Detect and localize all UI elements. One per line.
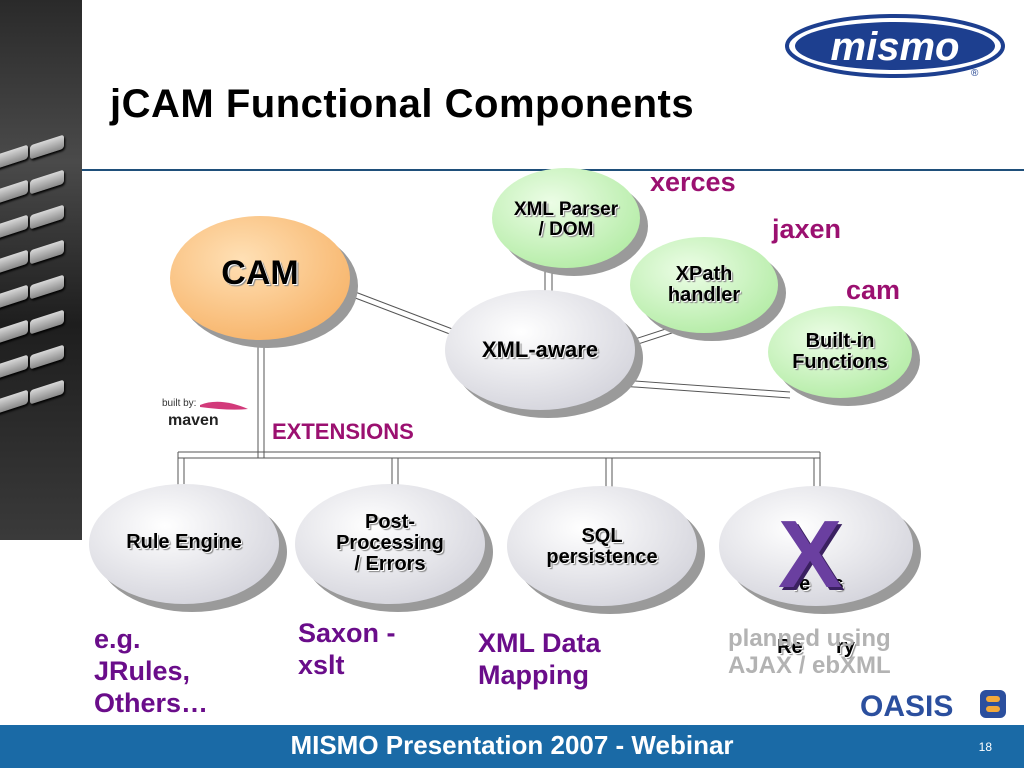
rule-engine-note: e.g. JRules, Others… [94,624,208,720]
oasis-logo: OASIS [856,684,1010,723]
page-number: 18 [978,740,992,754]
svg-text:®: ® [971,68,979,79]
registry-note: planned using AJAX / ebXML [728,625,891,680]
rule-engine-note-line3: Others… [94,687,209,718]
cross-out-mark: X [778,501,843,608]
sql-note: XML Data Mapping [478,628,601,692]
svg-text:mismo: mismo [831,25,960,69]
sql-label-line2: persistence [546,546,658,568]
maven-built-by: built by: [162,398,196,409]
xpath-label: XPath handler [630,264,778,306]
rule-engine-note-line2: JRules, [94,655,191,686]
oasis-wordmark: OASIS [860,690,953,722]
node-xml-aware [445,290,643,418]
footer-bar [0,725,1024,768]
templates-registry-label-line1: Te s [788,573,844,595]
post-processing-label: Post- Processing / Errors [306,512,474,575]
sql-note-line1: XML Data [478,628,601,658]
xpath-label-line1: XPath [675,263,733,285]
jaxen-label: jaxen [772,214,842,244]
node-xpath-handler [630,237,786,341]
xml-parser-label-line2: / DOM [538,218,594,240]
node-cam [170,216,358,348]
rule-engine-note-line1: e.g. [94,624,141,654]
builtin-label-line2: Functions [792,351,888,373]
sql-label-line1: SQL [581,525,623,547]
maven-wordmark: maven [168,412,219,429]
sql-note-line2: Mapping [478,659,589,690]
node-builtin-functions [768,306,920,406]
node-sql-persistence [507,486,705,614]
xml-parser-label-line1: XML Parser [513,199,619,220]
cam-lib-label: cam [846,275,901,305]
post-processing-note-line1: Saxon - [298,618,396,648]
xml-parser-label: XML Parser / DOM [490,200,642,240]
registry-note-line2: AJAX / ebXML [728,651,891,679]
registry-note-line1: planned using [728,625,891,652]
post-processing-label-line1: Post- [365,511,415,533]
xml-aware-label: XML-aware [481,337,599,362]
mismo-logo: mismo ® [785,10,1010,85]
sql-label: SQL persistence [516,526,688,568]
node-post-processing [295,484,493,612]
node-templates-registry [719,486,921,614]
cam-label: CAM [221,254,299,292]
laptop-photo [0,0,82,540]
templates-registry-label-line2: Re ry [777,636,855,658]
xpath-label-line2: handler [667,284,741,306]
post-processing-label-line3: / Errors [354,553,426,575]
builtin-label-line1: Built-in [805,330,875,352]
templates-registry-label: Te s Re ry [730,532,902,679]
extensions-label: EXTENSIONS [272,419,414,444]
post-processing-note-line2: xslt [298,649,345,680]
post-processing-label-line2: Processing [336,532,444,554]
builtin-label: Built-in Functions [766,331,914,373]
maven-logo: built by: maven [160,395,260,440]
slide-title: jCAM Functional Components [110,82,695,126]
node-rule-engine [89,484,287,612]
node-xml-parser [492,168,648,276]
xerces-label: xerces [650,167,736,197]
footer-text: MISMO Presentation 2007 - Webinar [290,730,734,760]
rule-engine-label: Rule Engine [126,531,242,553]
post-processing-note: Saxon - xslt [298,618,396,682]
